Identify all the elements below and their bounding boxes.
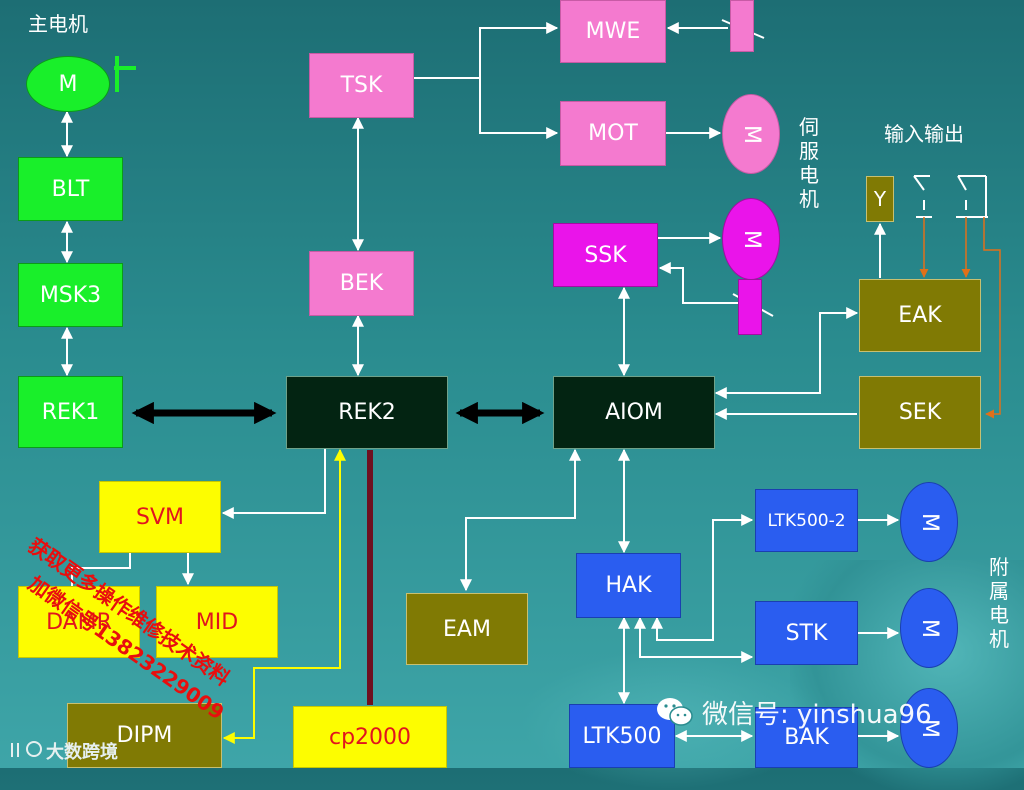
tsk-box: TSK	[309, 53, 414, 118]
motor-symbol: M	[916, 512, 942, 532]
blt-box: BLT	[18, 157, 123, 221]
eam-box: EAM	[406, 593, 528, 665]
aux-motor-label: 附属电机	[989, 555, 1009, 651]
cp2000-box: cp2000	[293, 706, 447, 768]
motor-symbol: M	[916, 618, 942, 638]
aiom-box: AIOM	[553, 376, 715, 449]
mid-box: MID	[156, 586, 278, 658]
sek-box: SEK	[859, 376, 981, 449]
bak-box: BAK	[755, 707, 858, 768]
wechat-icon	[656, 696, 694, 728]
ssk-box: SSK	[553, 223, 658, 287]
main-motor-label: 主电机	[28, 12, 88, 36]
ltk500-box: LTK500	[569, 704, 675, 768]
main-motor: M	[26, 56, 110, 112]
ltk500-2-box: LTK500-2	[755, 489, 858, 552]
main-motor-label-m: M	[58, 71, 78, 97]
connection-lines	[61, 22, 1001, 744]
aux-motor-1: M	[900, 482, 958, 562]
mwe-sensor	[730, 0, 754, 52]
damr-box: DAMR	[18, 586, 140, 658]
servo-motor-mot: M	[722, 94, 780, 174]
rek1-box: REK1	[18, 376, 123, 448]
ssk-sensor	[738, 279, 762, 335]
rek2-box: REK2	[286, 376, 448, 449]
stk-box: STK	[755, 601, 858, 665]
motor-symbol: M	[738, 124, 764, 144]
corner-logo-icon	[8, 737, 48, 761]
eak-box: EAK	[859, 279, 981, 352]
mot-box: MOT	[560, 101, 666, 166]
motor-symbol: M	[738, 229, 764, 249]
servo-motor-ssk: M	[722, 198, 780, 280]
aux-motor-2: M	[900, 588, 958, 668]
wechat-watermark: 微信号: yinshua96	[702, 700, 932, 730]
y-box: Y	[866, 176, 894, 222]
io-label: 输入输出	[884, 122, 964, 146]
servo-motor-label: 伺服电机	[799, 115, 819, 211]
bek-box: BEK	[309, 251, 414, 316]
dipm-box: DIPM	[67, 703, 222, 768]
msk3-box: MSK3	[18, 263, 123, 327]
svm-box: SVM	[99, 481, 221, 553]
mwe-box: MWE	[560, 0, 666, 63]
hak-box: HAK	[576, 553, 681, 618]
corner-watermark: 大数跨境	[46, 742, 118, 763]
